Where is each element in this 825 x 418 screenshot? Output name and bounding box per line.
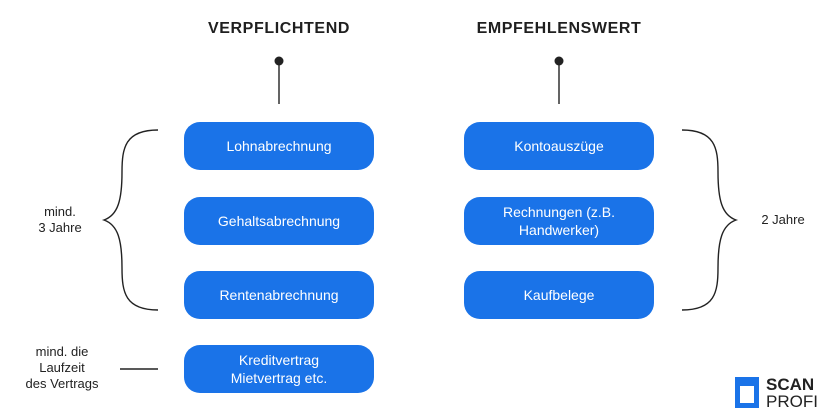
scanprofi-logo: SCAN PROFI (734, 374, 825, 410)
heading-recommended: EMPFEHLENSWERT (476, 20, 642, 37)
label-right-group: 2 Jahre (761, 212, 805, 227)
item-lohnabrechnung: Lohnabrechnung (184, 122, 374, 170)
item-rentenabrechnung: Rentenabrechnung (184, 271, 374, 319)
label-contract: mind. die Laufzeit des Vertrags (25, 344, 99, 391)
label-left-group: mind. 3 Jahre (38, 204, 82, 235)
logo-text-scan: SCAN (766, 375, 815, 394)
right-brace (681, 129, 739, 311)
document-icon (735, 377, 759, 408)
item-rechnungen: Rechnungen (z.B. Handwerker) (464, 197, 654, 245)
item-kaufbelege: Kaufbelege (464, 271, 654, 319)
left-stem-dot (274, 56, 284, 66)
item-gehaltsabrechnung: Gehaltsabrechnung (184, 197, 374, 245)
item-kreditvertrag: Kreditvertrag Mietvertrag etc. (184, 345, 374, 393)
item-kontoauszuege: Kontoauszüge (464, 122, 654, 170)
right-stem-dot (554, 56, 564, 66)
heading-mandatory: VERPFLICHTEND (207, 20, 351, 37)
left-brace (101, 129, 159, 311)
logo-text-profi: PROFI (766, 392, 818, 411)
